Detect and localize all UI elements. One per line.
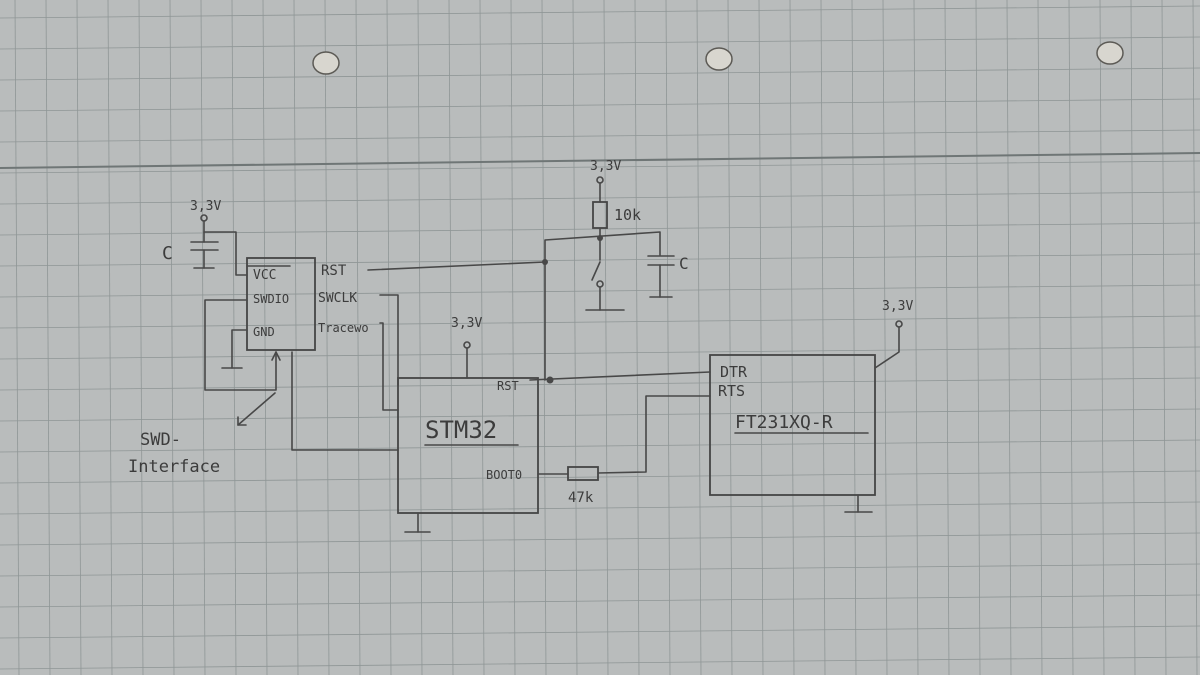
- swd-connector-body: [246, 257, 316, 351]
- stm32-body: [397, 377, 539, 514]
- swd-gnd-pin-label: GND: [253, 325, 275, 339]
- swd-rst-pin-label: RST: [321, 263, 347, 279]
- ft231-usb-uart: DTR RTS FT231XQ-R 3,3V: [709, 299, 913, 513]
- swd-connector: VCC SWDIO GND RST SWCLK Tracewo: [246, 257, 369, 351]
- ft231-supply-label: 3,3V: [882, 299, 913, 314]
- boot-resistor-label: 47k: [568, 490, 594, 506]
- swd-swclk-pin-label: SWCLK: [318, 291, 357, 306]
- swd-interface-label-line1: SWD-: [140, 430, 181, 450]
- swd-interface-callout: SWD- Interface: [128, 392, 276, 477]
- ft231-name-label: FT231XQ-R: [735, 412, 833, 433]
- swd-swdio-pin-label: SWDIO: [253, 292, 289, 306]
- reset-capacitor-label: C: [679, 254, 689, 273]
- stm32-mcu: STM32 RST BOOT0 3,3V: [397, 316, 539, 533]
- ft231-body: [709, 354, 876, 496]
- reset-network: 3,3V 10k C: [542, 159, 689, 311]
- boot0-net: 47k: [537, 395, 711, 506]
- swd-tracewo-pin-label: Tracewo: [318, 321, 369, 335]
- rst-net: [529, 371, 711, 384]
- swd-interface-label-line2: Interface: [128, 457, 220, 477]
- pullup-resistor-label: 10k: [614, 206, 641, 224]
- ft231-rts-pin-label: RTS: [718, 382, 745, 400]
- swd-capacitor-label: C: [162, 243, 173, 264]
- swd-local-wiring: [204, 299, 281, 391]
- swd-vcc-pin-label: VCC: [253, 268, 276, 283]
- stm32-rst-pin-label: RST: [497, 379, 519, 393]
- swd-supply-label: 3,3V: [190, 199, 221, 214]
- stm32-name-label: STM32: [425, 416, 497, 444]
- swd-supply-network: 3,3V C: [162, 199, 248, 276]
- ft231-dtr-pin-label: DTR: [720, 363, 748, 381]
- paper-margin-line: [0, 152, 1200, 169]
- stm32-supply-label: 3,3V: [451, 316, 482, 331]
- swd-to-mcu-wires: [291, 261, 546, 451]
- punch-holes: [312, 41, 1124, 75]
- reset-supply-label: 3,3V: [590, 159, 621, 174]
- stm32-boot0-pin-label: BOOT0: [486, 468, 522, 482]
